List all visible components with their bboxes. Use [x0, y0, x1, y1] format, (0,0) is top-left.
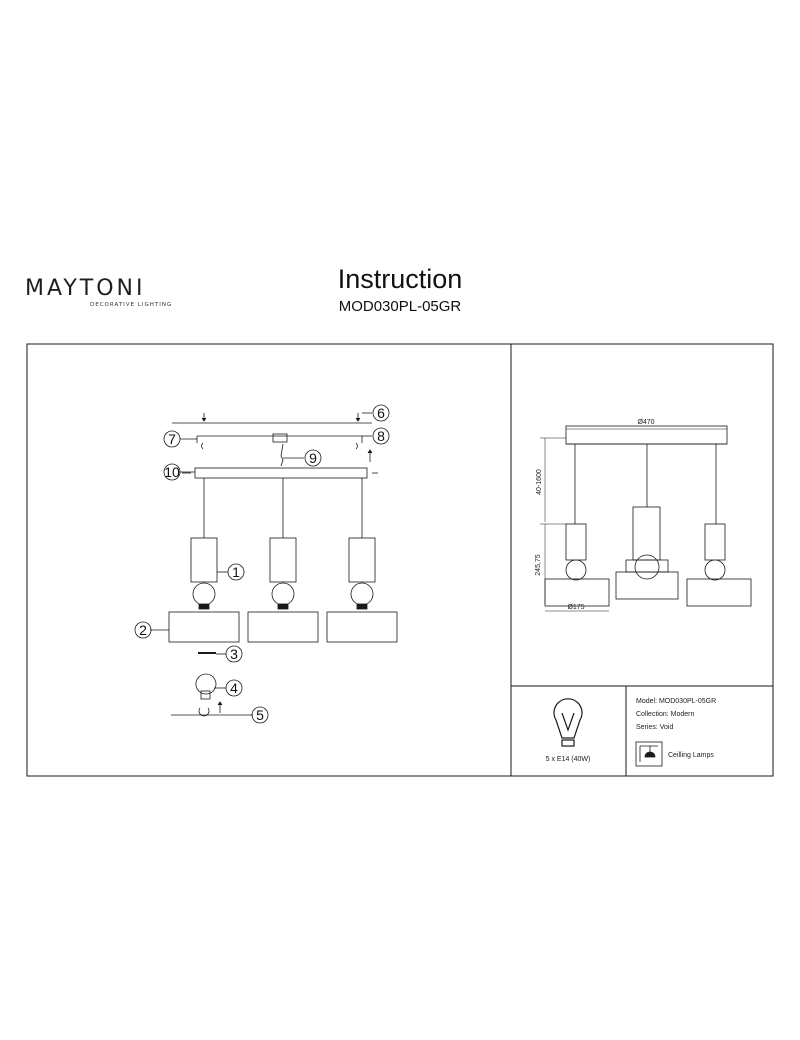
callout-10: 10 [164, 464, 180, 480]
bulb-label: 5 x E14 (40W) [546, 756, 591, 763]
page-title: Instruction [337, 264, 463, 294]
callout-1: 1 [232, 564, 240, 580]
callout-4: 4 [230, 680, 238, 696]
canopy-plate [194, 467, 368, 479]
bulb-drawing [195, 673, 217, 700]
pendant-center [247, 478, 319, 643]
dim-shade-diameter: Ø175 [567, 604, 584, 611]
callout-8: 8 [377, 428, 385, 444]
bulb-icon [553, 698, 583, 747]
callout-6: 6 [377, 405, 385, 421]
callout-5: 5 [256, 707, 264, 723]
ceiling-lamp-icon [635, 741, 663, 767]
hook-icon [201, 442, 204, 450]
part-callouts: 1 2 3 4 5 6 7 8 9 10 [139, 405, 385, 723]
terminal-block [272, 433, 288, 443]
info-series: Series: Void [636, 724, 673, 731]
hook-icon [355, 442, 358, 450]
dim-shade-height: 245,75 [535, 554, 542, 576]
brand-tagline: DECORATIVE LIGHTING [90, 302, 173, 308]
callout-3: 3 [230, 646, 238, 662]
pendant-right [326, 478, 398, 643]
lamp-type: Ceilling Lamps [668, 752, 714, 759]
callout-9: 9 [309, 450, 317, 466]
wire-connector [280, 443, 284, 467]
callout-2: 2 [139, 622, 147, 638]
info-model: Model: MOD030PL-05GR [636, 698, 716, 705]
rotate-icon [198, 707, 210, 717]
dim-height: 40-1600 [536, 469, 543, 495]
model-heading: MOD030PL-05GR [338, 298, 462, 315]
pendant-left [168, 478, 240, 643]
callout-7: 7 [168, 431, 176, 447]
sheet-frame [26, 343, 774, 777]
assembly-drawing [134, 404, 398, 724]
dimension-drawing [540, 425, 752, 612]
info-collection: Collection: Modern [636, 711, 694, 718]
brand-name: MAYTONI [25, 276, 146, 301]
dim-width: Ø470 [637, 419, 654, 426]
brand-logo: MAYTONI DECORATIVE LIGHTING [25, 276, 175, 308]
